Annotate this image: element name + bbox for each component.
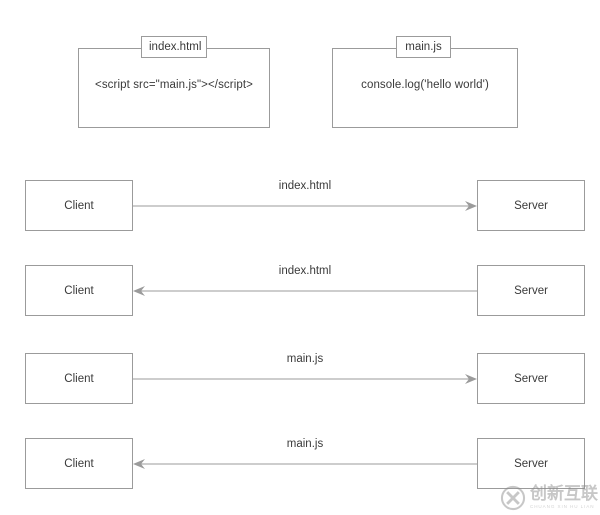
file-box-main-js: console.log('hello world') bbox=[332, 48, 518, 128]
arrow-server-to-client: main.js bbox=[133, 438, 477, 474]
arrow-label: main.js bbox=[286, 438, 324, 450]
file-tab-index-html: index.html bbox=[141, 36, 207, 58]
file-tab-main-js: main.js bbox=[396, 36, 451, 58]
watermark-brand-pinyin: CHUANG XIN HU LIAN bbox=[530, 504, 595, 510]
node-server: Server bbox=[477, 265, 585, 316]
node-label: Client bbox=[64, 457, 94, 470]
file-code-text: console.log('hello world') bbox=[361, 79, 489, 91]
node-label: Server bbox=[514, 457, 548, 470]
node-label: Server bbox=[514, 372, 548, 385]
arrow-client-to-server: index.html bbox=[133, 180, 477, 216]
node-server: Server bbox=[477, 438, 585, 489]
node-label: Server bbox=[514, 284, 548, 297]
arrow-server-to-client: index.html bbox=[133, 265, 477, 301]
arrow-client-to-server: main.js bbox=[133, 353, 477, 389]
arrow-label: main.js bbox=[286, 353, 324, 365]
node-label: Client bbox=[64, 199, 94, 212]
watermark-text: 创新互联 CHUANG XIN HU LIAN bbox=[530, 486, 598, 510]
node-client: Client bbox=[25, 438, 133, 489]
file-code-text: <script src="main.js"></script> bbox=[95, 79, 253, 91]
node-client: Client bbox=[25, 353, 133, 404]
file-box-index-html: <script src="main.js"></script> bbox=[78, 48, 270, 128]
node-server: Server bbox=[477, 180, 585, 231]
arrow-label: index.html bbox=[278, 265, 332, 277]
node-client: Client bbox=[25, 180, 133, 231]
node-label: Client bbox=[64, 284, 94, 297]
arrow-label: index.html bbox=[278, 180, 332, 192]
node-label: Server bbox=[514, 199, 548, 212]
node-client: Client bbox=[25, 265, 133, 316]
node-label: Client bbox=[64, 372, 94, 385]
node-server: Server bbox=[477, 353, 585, 404]
